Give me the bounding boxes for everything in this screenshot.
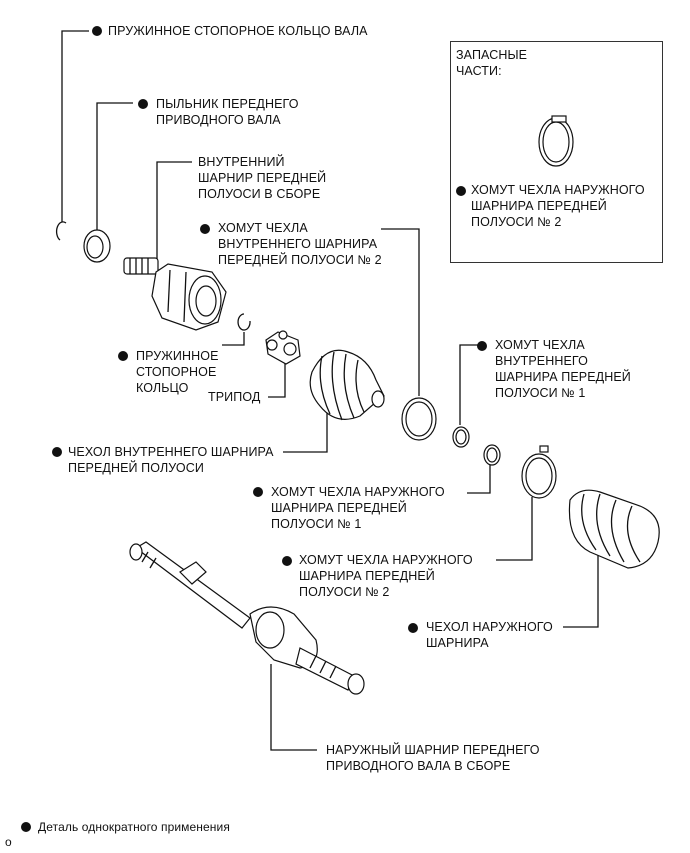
spare-clamp-part	[538, 115, 574, 167]
bullet-icon	[138, 99, 148, 109]
bullet-icon	[456, 186, 466, 196]
legend-text: Деталь однократного применения	[38, 820, 230, 834]
outboard-joint-part	[129, 541, 365, 695]
inboard-boot-label: ЧЕХОЛ ВНУТРЕННЕГО ШАРНИРА ПЕРЕДНЕЙ ПОЛУО…	[68, 445, 274, 475]
bullet-icon	[92, 26, 102, 36]
bullet-icon	[52, 447, 62, 457]
inboard-joint-part	[123, 257, 227, 331]
tripod-label: ТРИПОД	[208, 390, 261, 404]
outboard-clamp-1-part	[483, 444, 501, 466]
leader-lines	[61, 30, 599, 751]
tripod-part	[265, 330, 301, 365]
inboard-clamp-2-label: ХОМУТ ЧЕХЛА ВНУТРЕННЕГО ШАРНИРА ПЕРЕДНЕЙ…	[218, 221, 382, 267]
dust-seal-part	[83, 229, 111, 263]
bullet-icon	[253, 487, 263, 497]
snap-ring-label: ПРУЖИННОЕ СТОПОРНОЕ КОЛЬЦО	[136, 349, 219, 395]
bullet-icon	[282, 556, 292, 566]
inboard-clamp-1-label: ХОМУТ ЧЕХЛА ВНУТРЕННЕГО ШАРНИРА ПЕРЕДНЕЙ…	[495, 338, 631, 400]
outboard-clamp-2-part	[521, 445, 557, 499]
shaft-snap-ring-part	[55, 221, 67, 241]
inboard-clamp-1-part	[452, 426, 470, 448]
bullet-icon	[477, 341, 487, 351]
snap-ring-part	[237, 313, 251, 331]
bullet-icon	[200, 224, 210, 234]
bullet-icon	[118, 351, 128, 361]
spare-parts-item-label: ХОМУТ ЧЕХЛА НАРУЖНОГО ШАРНИРА ПЕРЕДНЕЙ П…	[471, 183, 645, 229]
spare-parts-box	[450, 41, 663, 263]
spare-parts-title: ЗАПАСНЫЕ ЧАСТИ:	[456, 48, 528, 78]
shaft-snap-ring-label: ПРУЖИННОЕ СТОПОРНОЕ КОЛЬЦО ВАЛА	[108, 24, 368, 38]
outboard-boot-label: ЧЕХОЛ НАРУЖНОГО ШАРНИРА	[426, 620, 553, 650]
bullet-icon	[21, 822, 31, 832]
outboard-clamp-2-label: ХОМУТ ЧЕХЛА НАРУЖНОГО ШАРНИРА ПЕРЕДНЕЙ П…	[299, 553, 473, 599]
outboard-joint-label: НАРУЖНЫЙ ШАРНИР ПЕРЕДНЕГО ПРИВОДНОГО ВАЛ…	[326, 743, 540, 773]
inboard-clamp-2-part	[401, 397, 437, 441]
outboard-boot-part	[568, 489, 660, 569]
dust-seal-label: ПЫЛЬНИК ПЕРЕДНЕГО ПРИВОДНОГО ВАЛА	[156, 97, 299, 127]
outboard-clamp-1-label: ХОМУТ ЧЕХЛА НАРУЖНОГО ШАРНИРА ПЕРЕДНЕЙ П…	[271, 485, 445, 531]
inboard-joint-label: ВНУТРЕННИЙ ШАРНИР ПЕРЕДНЕЙ ПОЛУОСИ В СБО…	[198, 155, 327, 201]
inboard-boot-part	[309, 349, 385, 421]
bullet-icon	[408, 623, 418, 633]
legend-code: o	[5, 835, 12, 849]
